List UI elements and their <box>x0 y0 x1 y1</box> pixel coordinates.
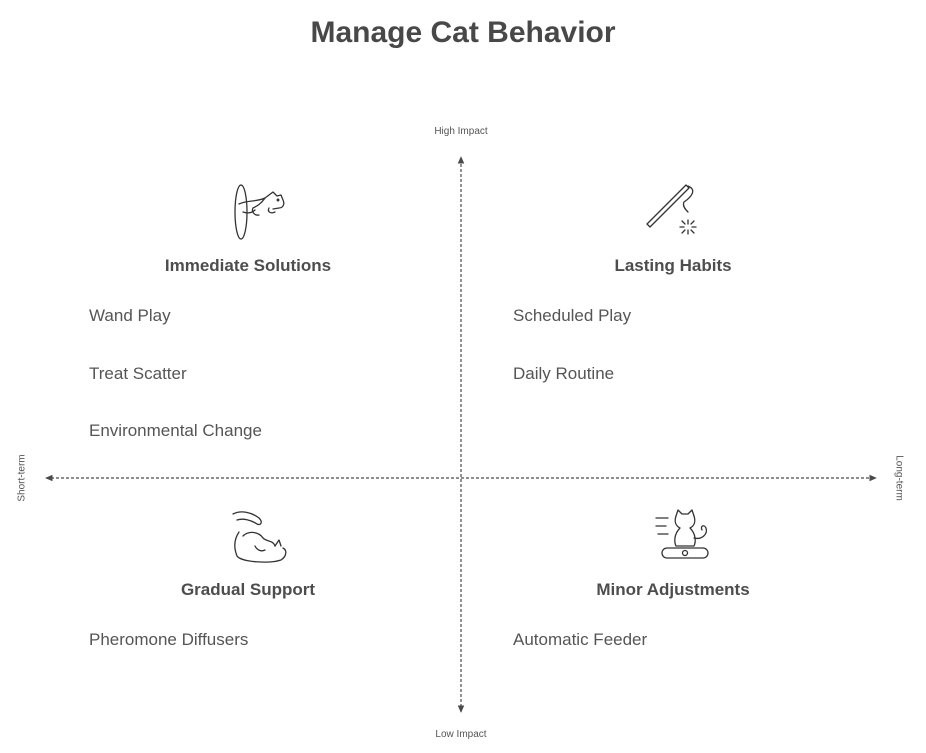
page-title: Manage Cat Behavior <box>310 16 616 49</box>
axis-label-low-impact: Low Impact <box>435 729 487 740</box>
quadrant-title-minor-adjustments: Minor Adjustments <box>596 580 750 599</box>
axis-label-high-impact: High Impact <box>434 126 488 137</box>
list-item: Daily Routine <box>513 364 615 383</box>
quadrant-title-immediate-solutions: Immediate Solutions <box>164 256 332 275</box>
petting-cat-icon <box>229 506 289 566</box>
list-item: Scheduled Play <box>513 306 632 325</box>
wand-toy-icon <box>642 180 702 240</box>
list-item: Wand Play <box>89 306 171 325</box>
cat-jumping-icon <box>229 182 289 242</box>
quadrant-title-gradual-support: Gradual Support <box>180 580 316 599</box>
list-item: Environmental Change <box>89 421 262 440</box>
axis-label-long-term: Long-term <box>893 455 905 501</box>
list-item: Automatic Feeder <box>513 630 648 649</box>
list-item: Pheromone Diffusers <box>89 630 249 649</box>
axis-label-short-term: Short-term <box>16 454 28 502</box>
cat-on-feeder-icon <box>652 506 712 566</box>
quadrant-title-lasting-habits: Lasting Habits <box>614 256 732 275</box>
list-item: Treat Scatter <box>89 364 187 383</box>
